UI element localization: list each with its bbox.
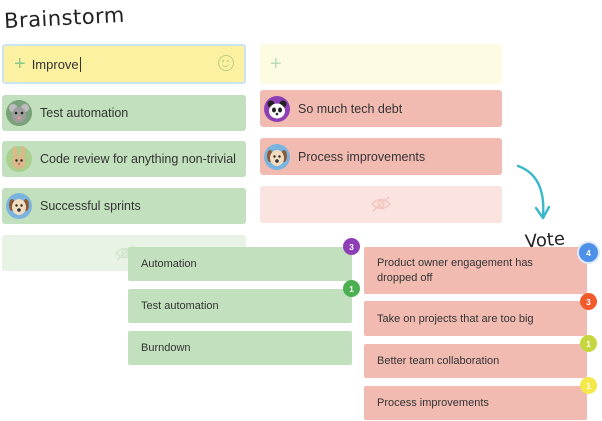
hidden-idea-card[interactable] — [260, 186, 502, 223]
mouse-avatar-icon — [6, 100, 32, 126]
idea-label: So much tech debt — [298, 101, 403, 116]
vote-card-label: Process improvements — [377, 397, 489, 409]
idea-label: Process improvements — [298, 149, 426, 164]
vote-card-label: Test automation — [141, 300, 219, 312]
vote-card-label: Product owner engagement has dropped off — [377, 256, 533, 284]
vote-card[interactable]: Burndown — [128, 331, 352, 365]
new-idea-input-left[interactable]: + Improve — [2, 44, 246, 84]
idea-card[interactable]: Code review for anything non-trivial — [2, 141, 246, 177]
vote-count-badge: 3 — [343, 238, 360, 255]
vote-card[interactable]: Take on projects that are too big — [364, 301, 587, 336]
vote-card[interactable]: Automation — [128, 247, 352, 281]
idea-card[interactable]: Test automation — [2, 95, 246, 131]
idea-label: Successful sprints — [40, 199, 141, 213]
vote-card-label: Burndown — [141, 342, 191, 354]
idea-card[interactable]: Process improvements — [260, 138, 502, 175]
vote-card-label: Better team collaboration — [377, 355, 500, 367]
plus-icon: + — [14, 53, 26, 75]
smiley-icon[interactable] — [218, 55, 234, 71]
idea-card[interactable]: Successful sprints — [2, 188, 246, 224]
vote-card[interactable]: Process improvements — [364, 386, 587, 420]
vote-count-badge: 1 — [580, 335, 597, 352]
text-caret — [79, 56, 81, 72]
idea-label: Code review for anything non-trivial — [40, 152, 236, 166]
curved-arrow-icon — [516, 164, 551, 220]
vote-count-badge: 1 — [343, 280, 360, 297]
eye-off-icon — [370, 196, 392, 212]
vote-count-badge: 4 — [577, 241, 600, 264]
new-idea-input-right[interactable]: + — [260, 44, 502, 84]
vote-count-badge: 3 — [580, 293, 597, 310]
vote-card-label: Take on projects that are too big — [377, 312, 534, 325]
plus-icon: + — [270, 53, 282, 75]
vote-card[interactable]: Product owner engagement has dropped off — [364, 247, 587, 294]
rabbit-avatar-icon — [6, 146, 32, 172]
panda-avatar-icon — [264, 95, 290, 122]
brainstorm-title: Brainstorm — [3, 2, 126, 34]
vote-card[interactable]: Better team collaboration — [364, 344, 587, 378]
vote-card-label: Automation — [141, 258, 197, 270]
dog-avatar-icon — [264, 143, 290, 170]
vote-card[interactable]: Test automation — [128, 289, 352, 323]
vote-count-badge: 1 — [580, 377, 597, 394]
dog-avatar-icon — [6, 193, 32, 219]
input-value: Improve — [31, 56, 79, 72]
idea-label: Test automation — [40, 106, 129, 120]
idea-card[interactable]: So much tech debt — [260, 90, 502, 127]
